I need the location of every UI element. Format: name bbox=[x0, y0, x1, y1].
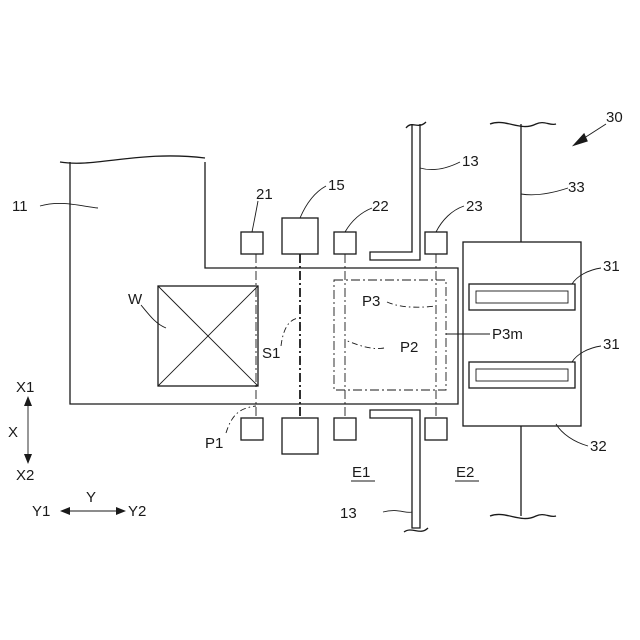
sensor-21-top bbox=[241, 232, 263, 254]
label-13-top: 13 bbox=[462, 153, 479, 170]
label-11: 11 bbox=[12, 198, 28, 215]
label-15: 15 bbox=[328, 177, 345, 194]
label-e1: E1 bbox=[352, 464, 370, 481]
label-e2: E2 bbox=[456, 464, 474, 481]
label-p3m: P3m bbox=[492, 326, 523, 343]
label-31-upper: 31 bbox=[603, 258, 620, 275]
label-13-bottom: 13 bbox=[340, 505, 357, 522]
axes-indicator bbox=[24, 396, 126, 515]
axis-label-y1: Y1 bbox=[32, 503, 50, 520]
sensor-21-bottom bbox=[241, 418, 263, 440]
axis-label-y2: Y2 bbox=[128, 503, 146, 520]
sensor-22-top bbox=[334, 232, 356, 254]
label-31-lower: 31 bbox=[603, 336, 620, 353]
wall-13-bottom bbox=[370, 410, 428, 532]
wafer-w bbox=[158, 286, 258, 386]
label-23: 23 bbox=[466, 198, 483, 215]
sensor-15-bottom bbox=[282, 418, 318, 454]
axis-label-x: X bbox=[8, 424, 18, 441]
sensor-23-top bbox=[425, 232, 447, 254]
label-33: 33 bbox=[568, 179, 585, 196]
label-30: 30 bbox=[606, 109, 623, 126]
axis-label-x2: X2 bbox=[16, 467, 34, 484]
label-32: 32 bbox=[590, 438, 607, 455]
sensor-boxes-bottom bbox=[241, 418, 447, 454]
sensor-boxes-top bbox=[241, 218, 447, 254]
label-w: W bbox=[128, 291, 143, 308]
label-s1: S1 bbox=[262, 345, 280, 362]
region-p2-p3 bbox=[334, 280, 446, 390]
sensor-23-bottom bbox=[425, 418, 447, 440]
label-p3: P3 bbox=[362, 293, 380, 310]
axis-label-y: Y bbox=[86, 489, 96, 506]
sensor-15-top bbox=[282, 218, 318, 254]
arrow-30 bbox=[574, 124, 606, 145]
label-21: 21 bbox=[256, 186, 273, 203]
sensor-22-bottom bbox=[334, 418, 356, 440]
axis-label-x1: X1 bbox=[16, 379, 34, 396]
label-p2: P2 bbox=[400, 339, 418, 356]
label-p1: P1 bbox=[205, 435, 223, 452]
label-22: 22 bbox=[372, 198, 389, 215]
wall-13-top bbox=[370, 122, 426, 260]
